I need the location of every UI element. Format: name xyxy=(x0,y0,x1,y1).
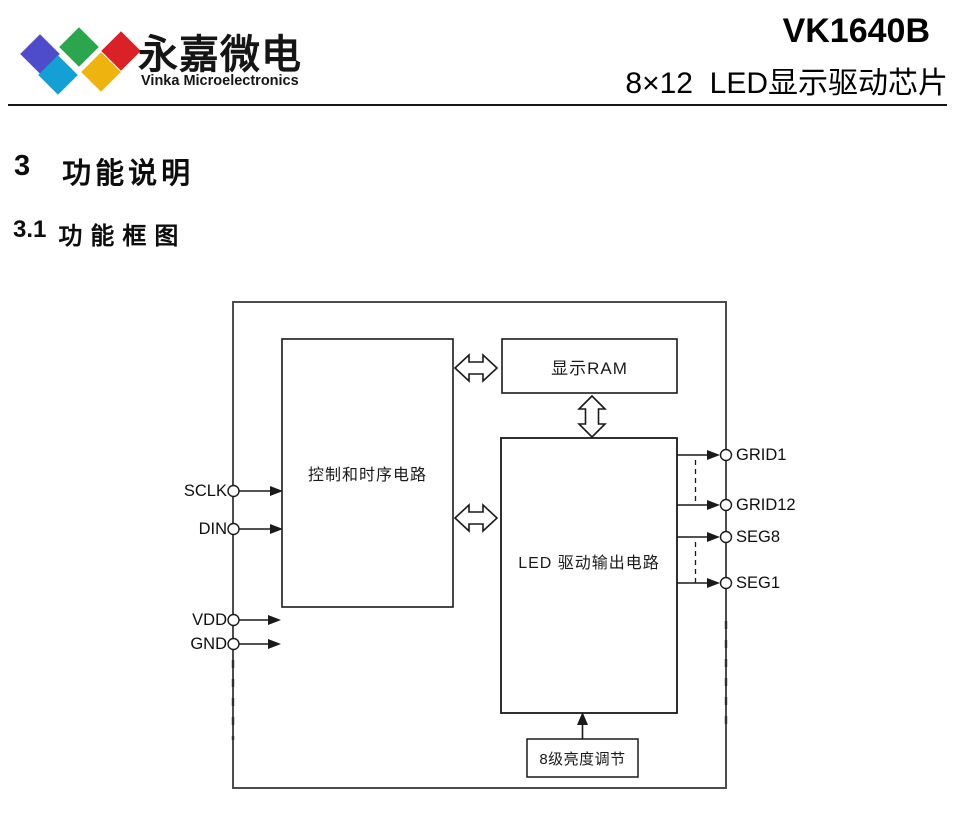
subsection-number: 3.1 xyxy=(13,216,47,243)
section-number: 3 xyxy=(14,150,31,182)
section-heading-3: 3 功能说明 xyxy=(14,150,194,192)
control-timing-box xyxy=(281,338,454,608)
pin-label-grid12: GRID12 xyxy=(736,495,796,514)
pin-label-gnd: GND xyxy=(190,634,227,653)
led-driver-box xyxy=(500,437,678,714)
part-number: VK1640B xyxy=(782,12,930,50)
chip-subtitle: 8×12 LED显示驱动芯片 xyxy=(625,67,948,100)
brightness-label: 8级亮度调节 xyxy=(539,750,626,768)
pin-label-seg8: SEG8 xyxy=(736,527,781,546)
pin-label-seg1: SEG1 xyxy=(736,573,781,592)
pin-label-grid1: GRID1 xyxy=(736,445,787,464)
control-timing-label: 控制和时序电路 xyxy=(307,467,427,484)
pin-label-sclk: SCLK xyxy=(183,481,227,500)
pin-label-din: DIN xyxy=(198,519,227,538)
pin-din xyxy=(227,522,283,536)
brightness-to-led-arrow xyxy=(577,712,588,739)
display-ram-box xyxy=(501,338,678,394)
pin-vdd xyxy=(227,613,281,627)
subsection-title: 功能框图 xyxy=(58,223,187,250)
header-divider xyxy=(8,104,947,106)
pin-grid12 xyxy=(677,498,733,512)
pin-sclk xyxy=(227,484,283,498)
pin-grid1 xyxy=(677,448,733,462)
section-heading-3-1: 3.1 功能框图 xyxy=(13,216,186,251)
pin-seg1 xyxy=(677,576,733,590)
brand-name-cn: 永嘉微电 xyxy=(138,33,302,77)
pin-seg8 xyxy=(677,530,733,544)
brand-name-en: Vinka Microelectronics xyxy=(141,73,299,89)
led-driver-label: LED 驱动输出电路 xyxy=(518,555,660,572)
control-led-bidirectional-arrow-icon xyxy=(453,503,499,533)
section-title: 功能说明 xyxy=(62,158,195,190)
control-ram-bidirectional-arrow-icon xyxy=(453,353,499,383)
chip-boundary-box xyxy=(232,301,727,789)
pin-gnd xyxy=(227,637,281,651)
display-ram-label: 显示RAM xyxy=(551,358,628,378)
pin-label-vdd: VDD xyxy=(192,610,227,629)
ram-led-bidirectional-arrow-icon xyxy=(577,394,607,439)
